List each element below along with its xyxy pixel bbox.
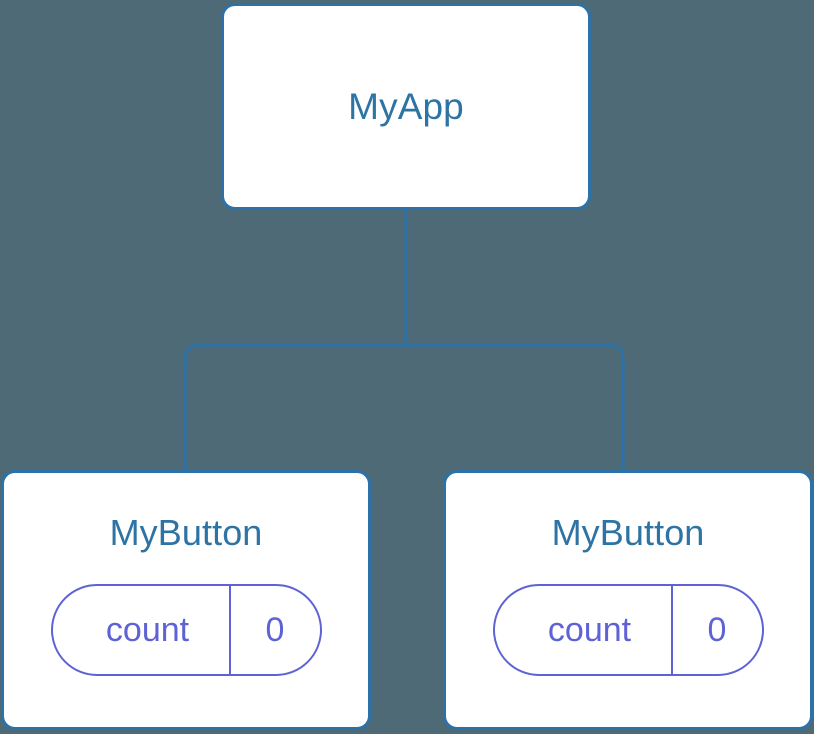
component-node-mybutton-2[interactable]: MyButton count 0 [443, 470, 813, 730]
state-value: 0 [670, 586, 762, 674]
component-node-myapp[interactable]: MyApp [221, 3, 591, 210]
component-node-title: MyButton [109, 512, 263, 553]
component-node-mybutton-1[interactable]: MyButton count 0 [1, 470, 371, 730]
state-pill[interactable]: count 0 [492, 584, 764, 676]
connector-bus [183, 343, 625, 470]
state-pill[interactable]: count 0 [50, 584, 322, 676]
state-key: count [547, 611, 632, 649]
state-key: count [105, 611, 190, 649]
component-node-title: MyButton [551, 512, 705, 553]
component-node-title: MyApp [348, 86, 464, 127]
state-value: 0 [228, 586, 320, 674]
